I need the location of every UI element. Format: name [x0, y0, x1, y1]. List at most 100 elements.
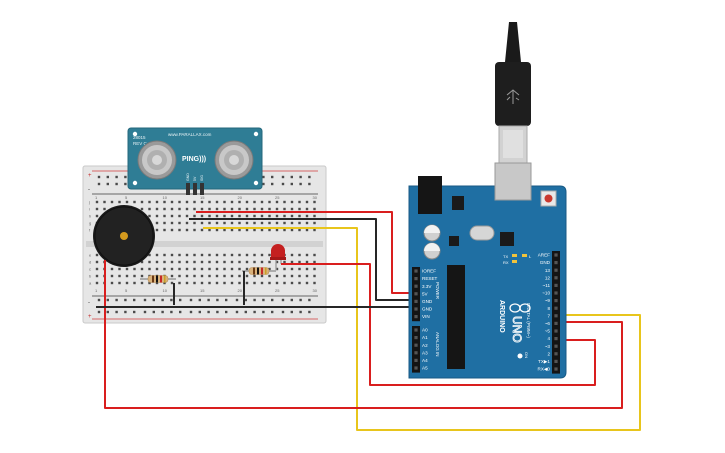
header-pin[interactable] [554, 329, 558, 333]
breadboard-hole[interactable] [163, 281, 166, 285]
breadboard-hole[interactable] [140, 274, 144, 278]
breadboard-hole[interactable] [223, 253, 226, 257]
breadboard-hole[interactable] [200, 214, 204, 218]
breadboard-hole[interactable] [268, 214, 271, 218]
breadboard-hole[interactable] [215, 228, 219, 232]
breadboard-hole[interactable] [215, 274, 219, 278]
rail-hole[interactable] [299, 310, 302, 314]
breadboard-hole[interactable] [170, 253, 174, 257]
wire-red-buzzer[interactable] [104, 260, 623, 409]
header-pin[interactable] [414, 328, 418, 332]
rail-hole[interactable] [244, 298, 247, 302]
rail-hole[interactable] [106, 175, 109, 179]
breadboard-hole[interactable] [283, 260, 286, 264]
rail-hole[interactable] [115, 310, 118, 314]
breadboard-hole[interactable] [185, 207, 189, 211]
breadboard-hole[interactable] [140, 260, 144, 264]
rail-hole[interactable] [198, 298, 201, 302]
breadboard-hole[interactable] [163, 221, 166, 225]
breadboard-hole[interactable] [275, 274, 279, 278]
header-pin[interactable] [414, 277, 418, 281]
rail-hole[interactable] [225, 310, 228, 314]
breadboard-hole[interactable] [170, 200, 174, 204]
breadboard-hole[interactable] [125, 267, 129, 271]
breadboard-hole[interactable] [95, 200, 99, 204]
rail-hole[interactable] [308, 182, 311, 186]
rail-hole[interactable] [308, 298, 311, 302]
header-pin[interactable] [414, 358, 418, 362]
breadboard-hole[interactable] [155, 200, 159, 204]
breadboard-hole[interactable] [118, 274, 121, 278]
breadboard-hole[interactable] [238, 200, 241, 204]
rail-hole[interactable] [97, 175, 101, 179]
rail-hole[interactable] [308, 310, 311, 314]
breadboard-hole[interactable] [275, 281, 279, 285]
header-pin[interactable] [554, 306, 558, 310]
breadboard-hole[interactable] [95, 260, 99, 264]
breadboard-hole[interactable] [253, 221, 256, 225]
breadboard-hole[interactable] [230, 221, 234, 225]
breadboard-hole[interactable] [193, 200, 196, 204]
breadboard-hole[interactable] [253, 200, 256, 204]
rail-hole[interactable] [262, 310, 265, 314]
breadboard-hole[interactable] [253, 253, 256, 257]
breadboard-hole[interactable] [283, 221, 286, 225]
breadboard-hole[interactable] [238, 253, 241, 257]
breadboard-hole[interactable] [290, 281, 294, 285]
breadboard-hole[interactable] [208, 253, 211, 257]
ultrasonic-sensor[interactable]: 28015 REV C www.PARALLAX.com PING))) GND… [127, 127, 263, 195]
rail-hole[interactable] [115, 182, 118, 186]
breadboard-hole[interactable] [230, 200, 234, 204]
breadboard-hole[interactable] [155, 253, 159, 257]
breadboard-hole[interactable] [110, 267, 114, 271]
reset-button[interactable] [540, 190, 557, 207]
breadboard-hole[interactable] [238, 207, 241, 211]
breadboard-hole[interactable] [178, 214, 181, 218]
breadboard-hole[interactable] [200, 228, 204, 232]
breadboard-hole[interactable] [313, 281, 316, 285]
breadboard-hole[interactable] [95, 267, 99, 271]
breadboard-hole[interactable] [253, 228, 256, 232]
breadboard-hole[interactable] [110, 274, 114, 278]
breadboard-hole[interactable] [298, 253, 301, 257]
breadboard-hole[interactable] [268, 221, 271, 225]
breadboard-hole[interactable] [313, 274, 316, 278]
rail-hole[interactable] [271, 310, 274, 314]
breadboard-hole[interactable] [230, 228, 234, 232]
breadboard-hole[interactable] [298, 260, 301, 264]
breadboard-hole[interactable] [290, 207, 294, 211]
breadboard-hole[interactable] [283, 274, 286, 278]
breadboard-hole[interactable] [185, 253, 189, 257]
rail-hole[interactable] [143, 298, 147, 302]
breadboard-hole[interactable] [170, 214, 174, 218]
breadboard-hole[interactable] [305, 281, 309, 285]
usb-cable[interactable] [495, 22, 531, 164]
breadboard-hole[interactable] [268, 200, 271, 204]
breadboard-hole[interactable] [275, 221, 279, 225]
breadboard-hole[interactable] [193, 281, 196, 285]
breadboard-hole[interactable] [245, 260, 249, 264]
breadboard-hole[interactable] [163, 253, 166, 257]
breadboard-hole[interactable] [305, 260, 309, 264]
rail-hole[interactable] [281, 310, 285, 314]
breadboard-hole[interactable] [185, 228, 189, 232]
breadboard-hole[interactable] [200, 207, 204, 211]
rail-hole[interactable] [189, 298, 193, 302]
rail-hole[interactable] [216, 298, 219, 302]
breadboard-hole[interactable] [260, 221, 264, 225]
header-pin[interactable] [414, 366, 418, 370]
breadboard-hole[interactable] [298, 214, 301, 218]
breadboard-hole[interactable] [268, 260, 271, 264]
breadboard-hole[interactable] [185, 260, 189, 264]
header-pin[interactable] [414, 299, 418, 303]
header-pin[interactable] [554, 367, 558, 371]
breadboard-hole[interactable] [268, 281, 271, 285]
breadboard-hole[interactable] [193, 253, 196, 257]
breadboard-hole[interactable] [260, 260, 264, 264]
breadboard-hole[interactable] [148, 207, 151, 211]
rail-hole[interactable] [235, 310, 239, 314]
wire-red-5v[interactable] [196, 211, 418, 294]
breadboard-hole[interactable] [253, 281, 256, 285]
breadboard-hole[interactable] [268, 267, 271, 271]
rail-hole[interactable] [216, 310, 219, 314]
